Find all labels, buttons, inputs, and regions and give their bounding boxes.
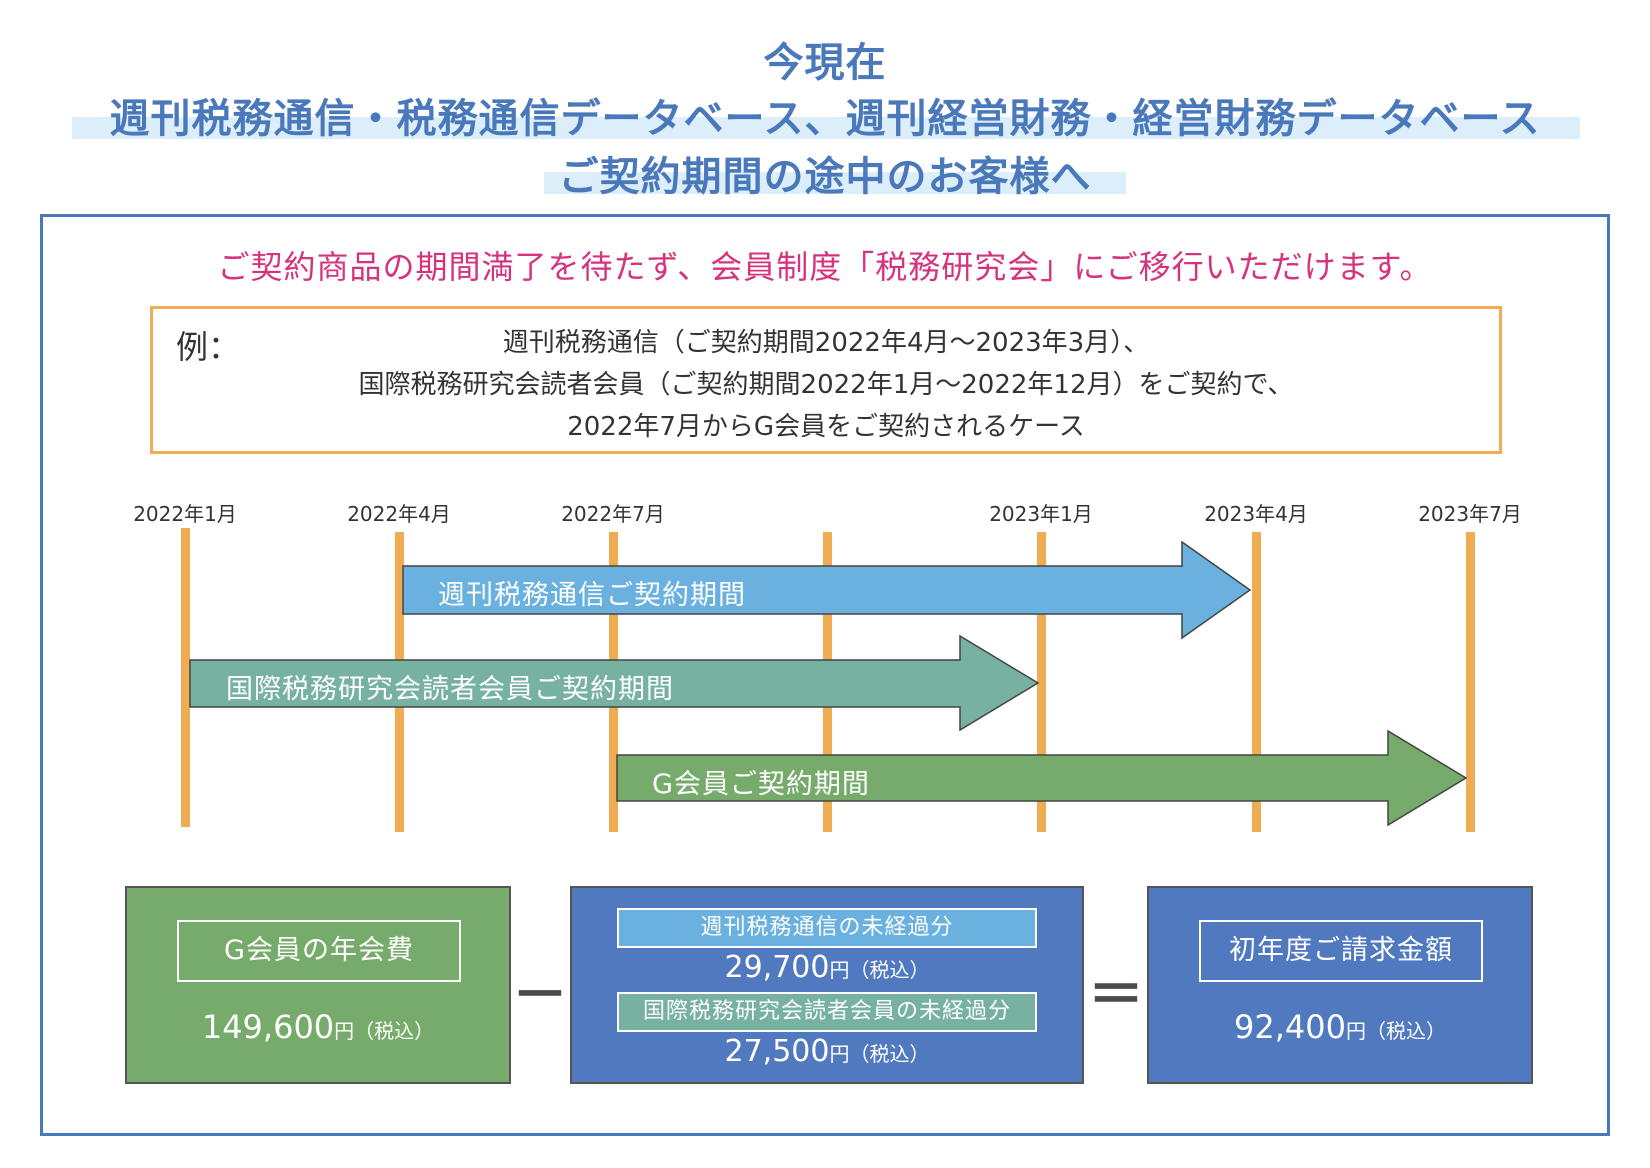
unused-kokusai-title: 国際税務研究会読者会員の未経過分 (617, 992, 1037, 1032)
unused-kokusai-unit: 円（税込） (829, 1042, 930, 1066)
arrow-label-kokusai: 国際税務研究会読者会員ご契約期間 (226, 674, 674, 705)
unused-zeimu-tsushin-unit: 円（税込） (829, 958, 930, 982)
example-line-3: 2022年7月からG会員をご契約されるケース (567, 412, 1085, 442)
timeline-date-2022-01: 2022年1月 (133, 502, 237, 526)
timeline-line-2023-01 (1037, 532, 1046, 832)
arrow-label-zeimu-tsushin: 週刊税務通信ご契約期間 (438, 580, 746, 611)
example-box (150, 306, 1502, 454)
timeline-date-2023-07: 2023年7月 (1418, 502, 1522, 526)
arrow-kokusai-shape (189, 634, 1040, 732)
unused-zeimu-tsushin-amount-row: 29,700円（税込） (572, 950, 1082, 985)
timeline-date-2023-01: 2023年1月 (989, 502, 1093, 526)
header-highlight-1 (72, 117, 1580, 139)
header-line-1: 今現在 (763, 40, 887, 86)
first-year-unit: 円（税込） (1345, 1019, 1446, 1043)
arrow-label-g-member: G会員ご契約期間 (652, 769, 870, 800)
unused-zeimu-tsushin-title: 週刊税務通信の未経過分 (617, 908, 1037, 948)
equals-operator: ＝ (1088, 963, 1144, 1028)
unused-kokusai-amount: 27,500 (724, 1034, 830, 1069)
example-label: 例： (176, 328, 241, 366)
main-frame (40, 214, 1610, 1136)
arrow-zeimu-tsushin-shape (402, 540, 1252, 640)
timeline-line-2023-04 (1252, 532, 1261, 832)
timeline-date-2022-04: 2022年4月 (347, 502, 451, 526)
first-year-amount: 92,400 (1234, 1008, 1346, 1046)
first-year-amount-row: 92,400円（税込） (1149, 1008, 1531, 1046)
timeline-line-2023-07 (1466, 532, 1475, 832)
annual-fee-box: G会員の年会費 149,600円（税込） (125, 886, 511, 1084)
minus-operator: － (512, 963, 568, 1028)
unused-box: 週刊税務通信の未経過分 29,700円（税込） 国際税務研究会読者会員の未経過分… (570, 886, 1084, 1084)
example-line-2: 国際税務研究会読者会員（ご契約期間2022年1月〜2022年12月）をご契約で、 (358, 370, 1294, 400)
annual-fee-amount: 149,600 (201, 1008, 335, 1046)
annual-fee-amount-row: 149,600円（税込） (127, 1008, 509, 1046)
timeline-line-2022-01 (181, 528, 190, 827)
timeline-date-2023-04: 2023年4月 (1204, 502, 1308, 526)
annual-fee-unit: 円（税込） (334, 1019, 435, 1043)
annual-fee-title: G会員の年会費 (177, 920, 461, 982)
arrow-g-member-shape (616, 729, 1468, 827)
header-line-3: ご契約期間の途中のお客様へ (558, 154, 1092, 200)
first-year-box: 初年度ご請求金額 92,400円（税込） (1147, 886, 1533, 1084)
unused-kokusai-amount-row: 27,500円（税込） (572, 1034, 1082, 1069)
timeline-date-2022-07: 2022年7月 (561, 502, 665, 526)
unused-zeimu-tsushin-amount: 29,700 (724, 950, 830, 985)
header-highlight-2 (544, 172, 1126, 194)
lead-text: ご契約商品の期間満了を待たず、会員制度「税務研究会」にご移行いただけます。 (217, 248, 1433, 286)
example-line-1: 週刊税務通信（ご契約期間2022年4月〜2023年3月）、 (502, 328, 1150, 358)
header-line-2: 週刊税務通信・税務通信データベース、週刊経営財務・経営財務データベース (109, 96, 1541, 142)
first-year-title: 初年度ご請求金額 (1199, 920, 1483, 982)
